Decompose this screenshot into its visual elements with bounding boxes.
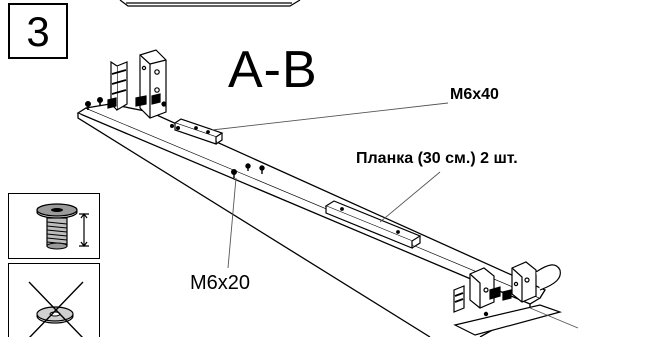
leader-m6x40 — [211, 102, 449, 131]
step-number: 3 — [26, 8, 50, 55]
slat-middle — [324, 200, 422, 249]
label-bolt-m6x40: M6x40 — [450, 86, 499, 103]
long-board — [76, 103, 546, 337]
assembly-title: A-B — [228, 41, 318, 99]
leader-slat — [379, 171, 441, 223]
label-slat: Планка (30 см.) 2 шт. — [356, 150, 518, 167]
leader-right — [529, 307, 579, 329]
right-bracket — [453, 261, 563, 336]
hardware-allowed-box — [8, 193, 100, 259]
screw-adjuster-icon — [36, 203, 89, 250]
leader-m6x20 — [227, 177, 237, 269]
left-bracket — [84, 49, 181, 130]
label-bolt-m6x20: M6x20 — [190, 272, 251, 294]
crossed-out-washer-icon — [28, 281, 84, 337]
step-number-box: 3 — [8, 3, 68, 59]
top-part-fragment — [119, 0, 301, 7]
hardware-forbidden-box — [8, 263, 100, 337]
bolts-m6x20 — [230, 163, 265, 178]
slat-upper — [173, 118, 224, 145]
leader-lines — [211, 102, 579, 329]
